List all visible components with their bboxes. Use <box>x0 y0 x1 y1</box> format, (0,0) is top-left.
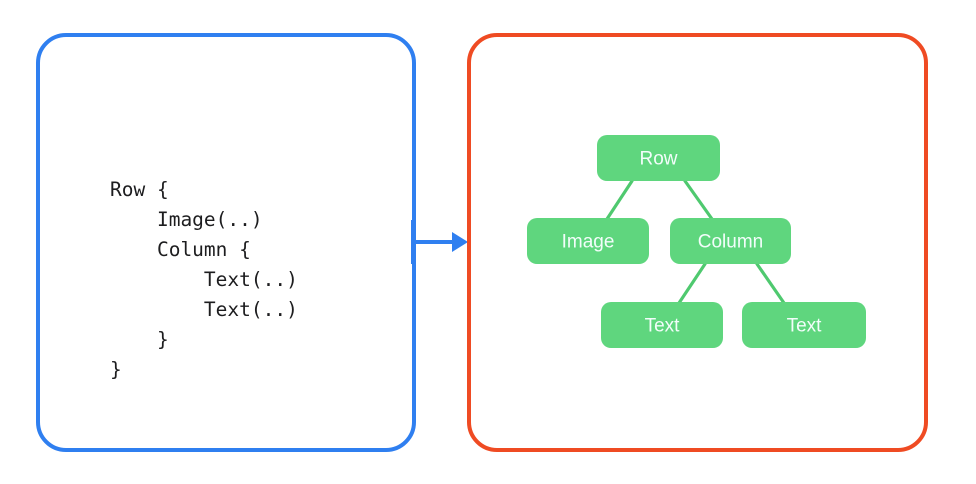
tree-edge-column-text1 <box>677 262 707 305</box>
code-panel: Row { Image(..) Column { Text(..) Text(.… <box>36 33 416 452</box>
tree-node-text-1[interactable]: Text <box>601 302 723 348</box>
tree-node-text-2[interactable]: Text <box>742 302 866 348</box>
tree-node-text-2-label: Text <box>787 316 823 337</box>
tree-edge-row-image <box>605 179 634 221</box>
tree-node-text-1-label: Text <box>645 316 681 337</box>
tree-node-column-label: Column <box>698 232 763 253</box>
tree-node-row[interactable]: Row <box>597 135 720 181</box>
tree-node-column[interactable]: Column <box>670 218 791 264</box>
code-snippet: Row { Image(..) Column { Text(..) Text(.… <box>110 178 298 381</box>
tree-edge-column-text2 <box>755 262 786 305</box>
tree-edges <box>605 179 786 305</box>
tree-edge-row-column <box>683 179 714 221</box>
arrow-right-icon <box>411 220 468 264</box>
tree-node-row-label: Row <box>639 149 677 170</box>
widget-tree: Row Image Column Text Text <box>527 135 866 348</box>
tree-node-image-label: Image <box>562 232 615 253</box>
tree-node-image[interactable]: Image <box>527 218 649 264</box>
